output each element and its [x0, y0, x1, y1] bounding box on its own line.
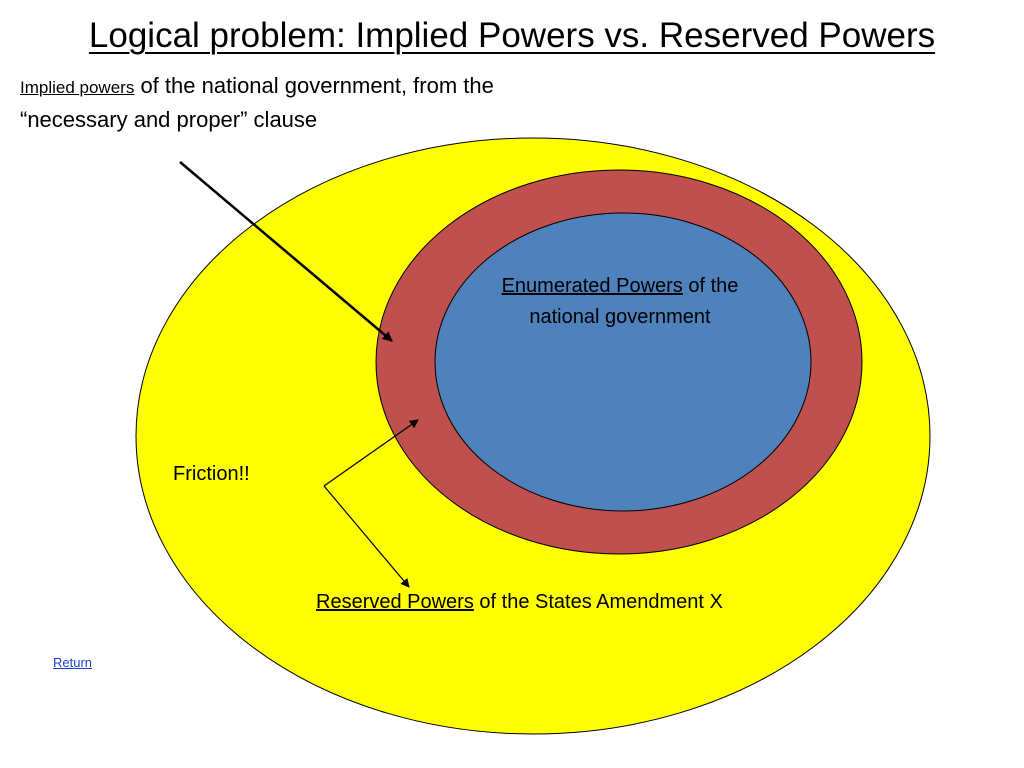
enumerated-powers-description: of the national government	[529, 275, 739, 328]
enumerated-powers-ellipse	[434, 212, 812, 512]
friction-label: Friction!!	[173, 463, 250, 485]
friction-arrow-down	[323, 485, 410, 588]
enumerated-powers-term: Enumerated Powers	[501, 275, 683, 297]
implied-powers-arrow	[179, 161, 393, 342]
reserved-powers-description: of the States Amendment X	[473, 591, 723, 613]
implied-powers-clause: “necessary and proper” clause	[20, 107, 318, 132]
implied-powers-term: Implied powers	[20, 78, 135, 97]
enumerated-powers-label: Enumerated Powers of the national govern…	[490, 271, 750, 333]
reserved-powers-label: Reserved Powers of the States Amendment …	[316, 587, 723, 618]
implied-powers-caption: Implied powers of the national governmen…	[20, 70, 640, 136]
page-title: Logical problem: Implied Powers vs. Rese…	[88, 16, 936, 55]
friction-arrow-up	[323, 419, 419, 487]
reserved-powers-term: Reserved Powers	[316, 591, 474, 613]
return-link[interactable]: Return	[53, 655, 93, 670]
implied-powers-description: of the national government, from the	[134, 73, 494, 98]
